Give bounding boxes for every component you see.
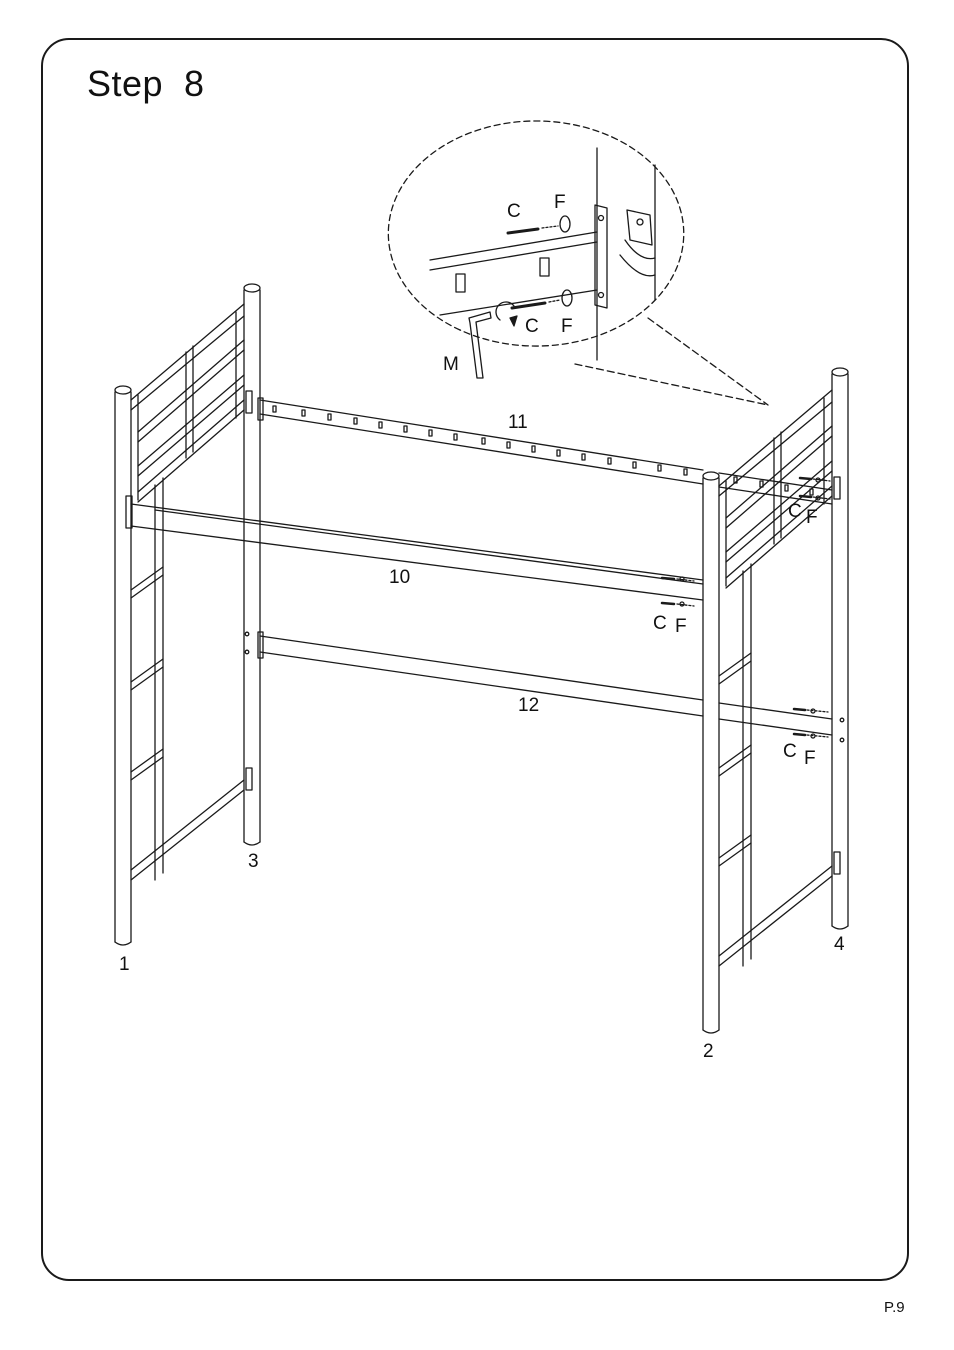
rail-10-label: 10 — [389, 567, 410, 588]
post-1-label: 1 — [119, 954, 130, 975]
detail-washer-label-top: F — [554, 192, 566, 213]
rail-12 — [245, 632, 844, 742]
detail-washer-label-bottom: F — [561, 316, 573, 337]
rail-11-slots — [273, 406, 813, 495]
right-headboard — [703, 368, 848, 1033]
rail-10 — [126, 496, 703, 600]
allen-key-label: M — [443, 354, 459, 375]
front-washer-label: F — [675, 616, 687, 637]
rail-12-label: 12 — [518, 695, 539, 716]
lower-washer-label: F — [804, 748, 816, 769]
post-2-label: 2 — [703, 1041, 714, 1062]
detail-screw-label-bottom: C — [525, 316, 539, 337]
rail-11 — [258, 398, 832, 504]
right-washer-label: F — [806, 507, 818, 528]
post-3-label: 3 — [248, 851, 259, 872]
lower-screw-label: C — [783, 741, 797, 762]
post-4-label: 4 — [834, 934, 845, 955]
hardware-screws — [662, 478, 830, 738]
rail-11-label: 11 — [508, 412, 528, 433]
front-screw-label: C — [653, 613, 667, 634]
detail-screw-label-top: C — [507, 201, 521, 222]
right-screw-label: C — [788, 501, 802, 522]
left-headboard — [115, 284, 260, 945]
